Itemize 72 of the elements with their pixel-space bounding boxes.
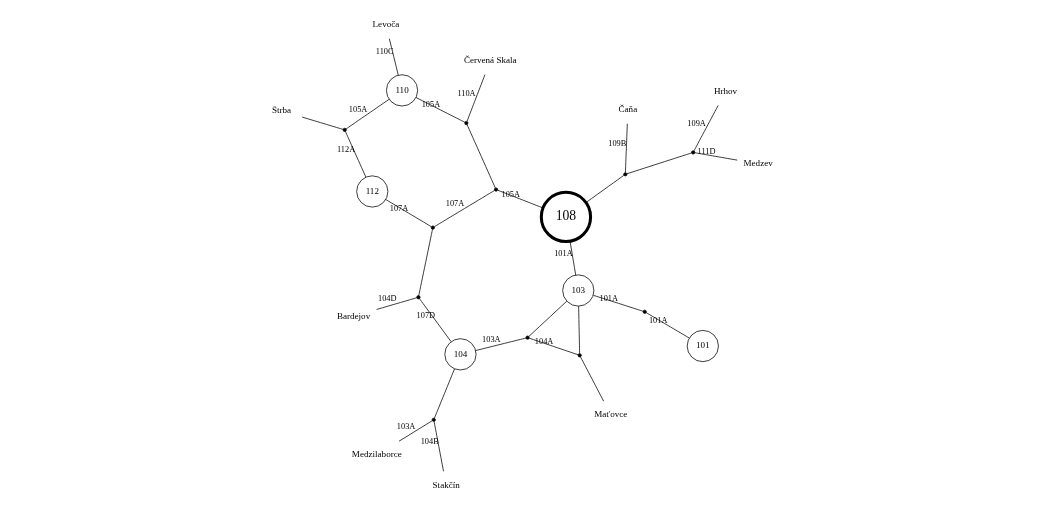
connector	[398, 420, 433, 442]
edge-label: 104B	[420, 436, 439, 446]
node-point	[577, 353, 582, 358]
edge-label: 110C	[375, 47, 394, 57]
edge-label: 105A	[421, 100, 441, 110]
node-circle: 104	[444, 338, 477, 371]
connector	[418, 228, 433, 296]
connector	[385, 199, 432, 227]
node-text: Hrhov	[713, 85, 738, 96]
node-point	[623, 172, 628, 177]
connector	[466, 124, 496, 189]
connector	[415, 97, 466, 123]
node-point	[342, 127, 347, 132]
connector	[569, 241, 577, 276]
edge-label: 103A	[482, 334, 501, 344]
node-point	[464, 121, 469, 126]
connector	[433, 421, 444, 472]
edge-label: 109A	[687, 118, 706, 128]
connector	[693, 105, 719, 152]
edge-label: 104A	[534, 337, 554, 347]
node-circle: 108	[539, 190, 593, 244]
node-text: Medzev	[743, 158, 773, 169]
node-point	[525, 335, 530, 340]
connector	[578, 305, 580, 354]
edge-label: 103A	[396, 421, 416, 431]
node-text: Štrba	[271, 105, 292, 116]
connector	[419, 298, 452, 343]
connector	[625, 123, 628, 173]
connector	[580, 356, 605, 402]
node-text: Čaňa	[618, 104, 638, 115]
node-point	[691, 150, 696, 155]
connector	[466, 74, 486, 122]
connector	[345, 131, 367, 178]
node-circle: 110	[386, 74, 419, 107]
node-text: Stakčín	[432, 479, 460, 490]
edge-label: 109B	[608, 138, 627, 148]
node-point	[642, 309, 647, 314]
edge-label: 104D	[377, 294, 397, 304]
node-point	[494, 187, 499, 192]
edge-label: 112A	[337, 144, 356, 154]
connector	[388, 38, 399, 76]
edge-label: 105A	[348, 104, 368, 114]
connector	[694, 152, 738, 161]
node-text: Maťovce	[594, 409, 628, 420]
connector	[585, 175, 625, 203]
node-text: Levoča	[372, 19, 400, 30]
edge-label: 107A	[445, 199, 465, 209]
connector	[301, 116, 344, 130]
node-circle: 103	[562, 274, 595, 307]
edge-label: 101A	[599, 293, 619, 303]
connector	[528, 337, 579, 356]
connector	[593, 294, 644, 312]
connector	[626, 152, 692, 175]
connector	[345, 98, 390, 130]
node-point	[431, 417, 436, 422]
node-text: Červená Skala	[463, 55, 517, 66]
connector	[528, 300, 568, 337]
connector	[434, 190, 495, 228]
node-text: Bardejov	[336, 310, 371, 321]
edge-label: 101A	[554, 248, 573, 258]
connector	[434, 368, 455, 419]
node-circle: 101	[686, 330, 719, 363]
connector	[475, 337, 527, 351]
connector	[376, 297, 418, 310]
node-text: Medzilaborce	[351, 449, 402, 460]
connector	[645, 312, 690, 339]
edge-label: 110A	[457, 88, 476, 98]
edge-label: 107D	[416, 310, 436, 320]
edge-label: 111D	[697, 147, 716, 156]
node-point	[416, 295, 421, 300]
node-circle: 112	[356, 175, 389, 208]
node-point	[430, 225, 435, 230]
